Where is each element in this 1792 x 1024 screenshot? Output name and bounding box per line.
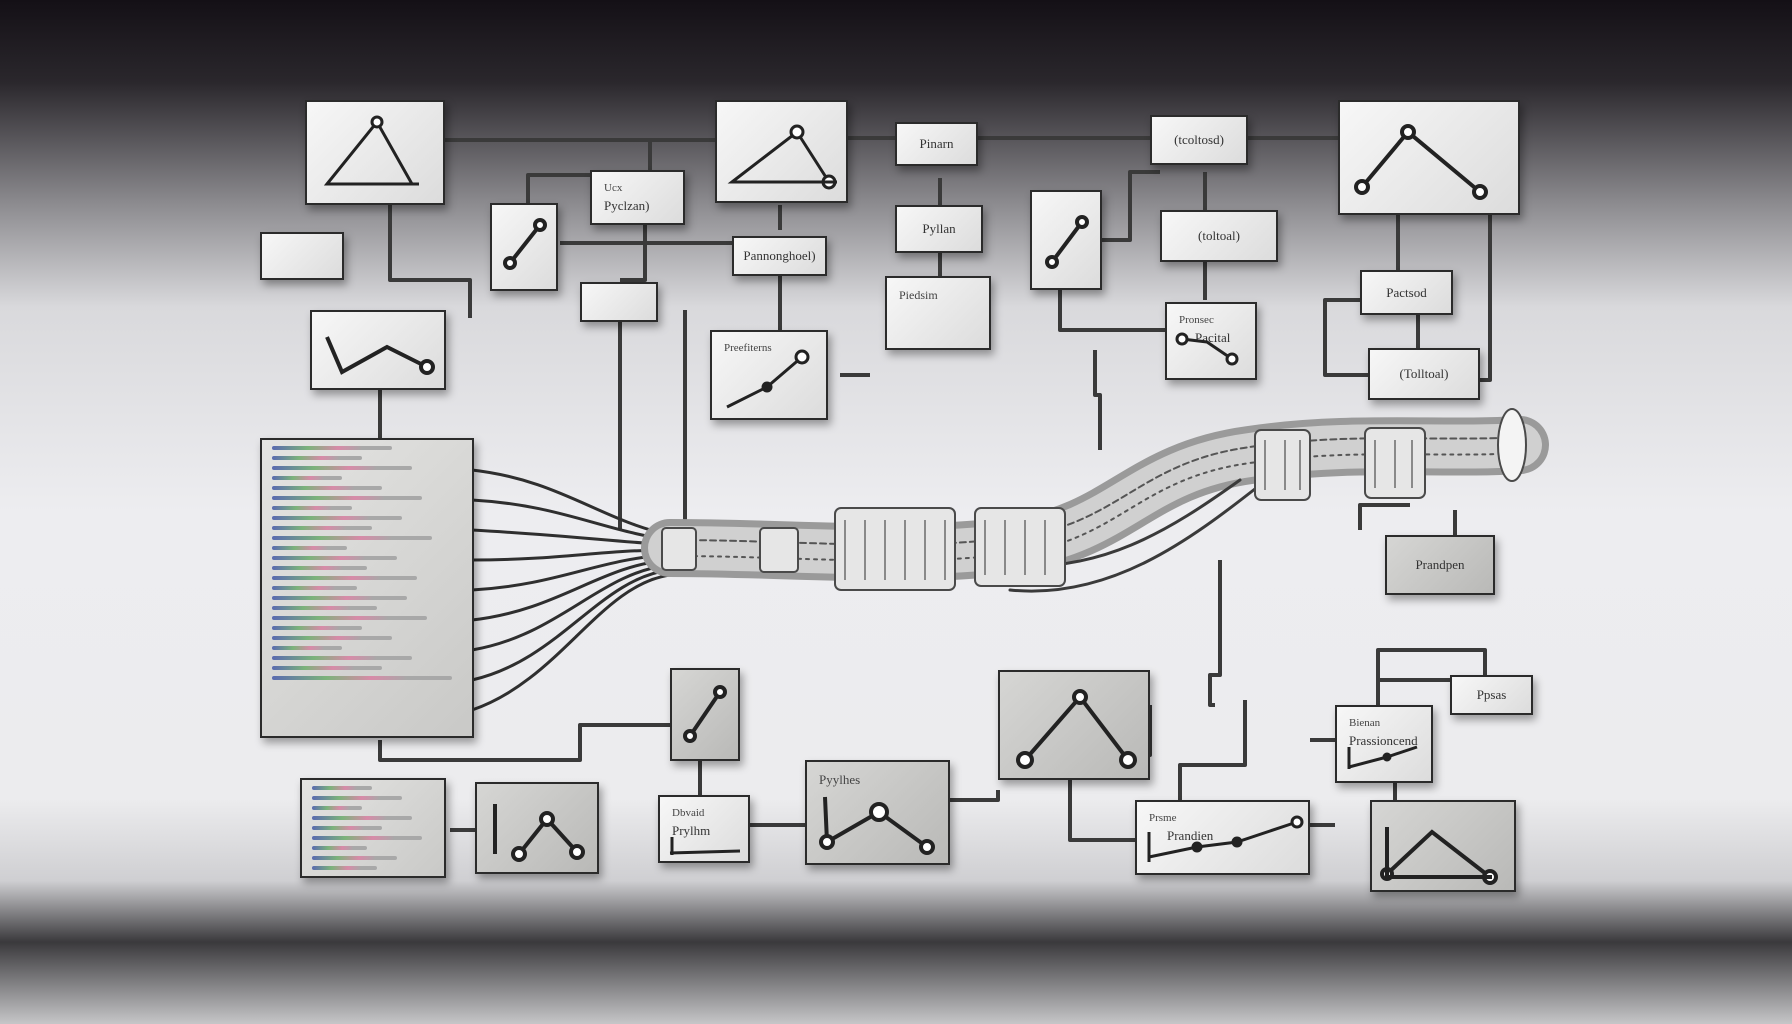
panel-label: Pannonghoel) bbox=[743, 248, 816, 263]
mini-chart-panel bbox=[490, 203, 558, 291]
chart-panel-pyylhes: Pyylhes bbox=[805, 760, 950, 865]
code-snippet-small bbox=[300, 778, 446, 878]
panel-label: Pyylhes bbox=[819, 772, 861, 787]
panel-label: Prylhm bbox=[672, 823, 711, 838]
panel-label: Pyclzan) bbox=[604, 198, 650, 213]
small-box-left bbox=[260, 232, 344, 280]
panel-label: (Tolltoal) bbox=[1399, 366, 1449, 381]
label-panel-ppsas: Ppsas bbox=[1450, 675, 1533, 715]
chart-panel-left bbox=[310, 310, 446, 390]
mini-chart-panel-right bbox=[1030, 190, 1102, 290]
chart-panel-prandien: Prsme Prandien bbox=[1135, 800, 1310, 875]
label-panel-pinarn: Pinarn bbox=[895, 122, 978, 166]
panel-sublabel: Bienan bbox=[1349, 717, 1381, 729]
mini-chart-panel-bottom bbox=[670, 668, 740, 761]
label-panel-pyllan: Pyllan bbox=[895, 205, 983, 253]
panel-label: Pyllan bbox=[922, 221, 956, 236]
panel-label: Piedsim bbox=[899, 288, 938, 302]
panel-label: Prandien bbox=[1167, 828, 1214, 843]
label-panel-pyclzan: Ucx Pyclzan) bbox=[590, 170, 685, 225]
panel-sublabel: Dbvaid bbox=[672, 807, 705, 819]
panel-label: Prassioncend bbox=[1349, 733, 1418, 748]
panel-label: Pactsod bbox=[1386, 284, 1427, 300]
panel-sublabel: Prsme bbox=[1149, 812, 1177, 824]
panel-label: Prandpen bbox=[1415, 557, 1465, 572]
chart-panel-center-bottom bbox=[998, 670, 1150, 780]
panel-sublabel: Ucx bbox=[604, 182, 623, 194]
chart-panel-triangle bbox=[305, 100, 445, 205]
code-listing-block bbox=[260, 438, 474, 738]
chart-panel-top-center bbox=[715, 100, 848, 203]
panel-label: (tcoltosd) bbox=[1174, 132, 1224, 147]
chart-panel-bottom-left bbox=[475, 782, 599, 874]
chart-panel-prassioncend: Bienan Prassioncend bbox=[1335, 705, 1433, 783]
label-panel-pannonghoel: Pannonghoel) bbox=[732, 236, 827, 276]
panel-label: (toltoal) bbox=[1198, 228, 1240, 243]
label-panel-tolltoal: (Tolltoal) bbox=[1368, 348, 1480, 400]
chart-panel-bottom-right bbox=[1370, 800, 1516, 892]
panel-sublabel: Pronsec bbox=[1179, 314, 1214, 326]
panel-label: Ppsas bbox=[1476, 687, 1507, 702]
label-panel-pactsod: Pactsod bbox=[1360, 270, 1453, 315]
small-box-center bbox=[580, 282, 658, 322]
chart-panel-preefiterns: Preefiterns bbox=[710, 330, 828, 420]
label-panel-tcoltosd: (tcoltosd) bbox=[1150, 115, 1248, 165]
panel-label: Pinarn bbox=[919, 136, 954, 151]
label-panel-prandpen: Prandpen bbox=[1385, 535, 1495, 595]
label-panel-toltoal: (toltoal) bbox=[1160, 210, 1278, 262]
chart-panel-top-right bbox=[1338, 100, 1520, 215]
chart-panel-prylhm: Dbvaid Prylhm bbox=[658, 795, 750, 863]
chart-panel-pacital: Pronsec Pacital bbox=[1165, 302, 1257, 380]
panel-label: Preefiterns bbox=[724, 342, 772, 354]
label-panel-piedsim: Piedsim bbox=[885, 276, 991, 350]
